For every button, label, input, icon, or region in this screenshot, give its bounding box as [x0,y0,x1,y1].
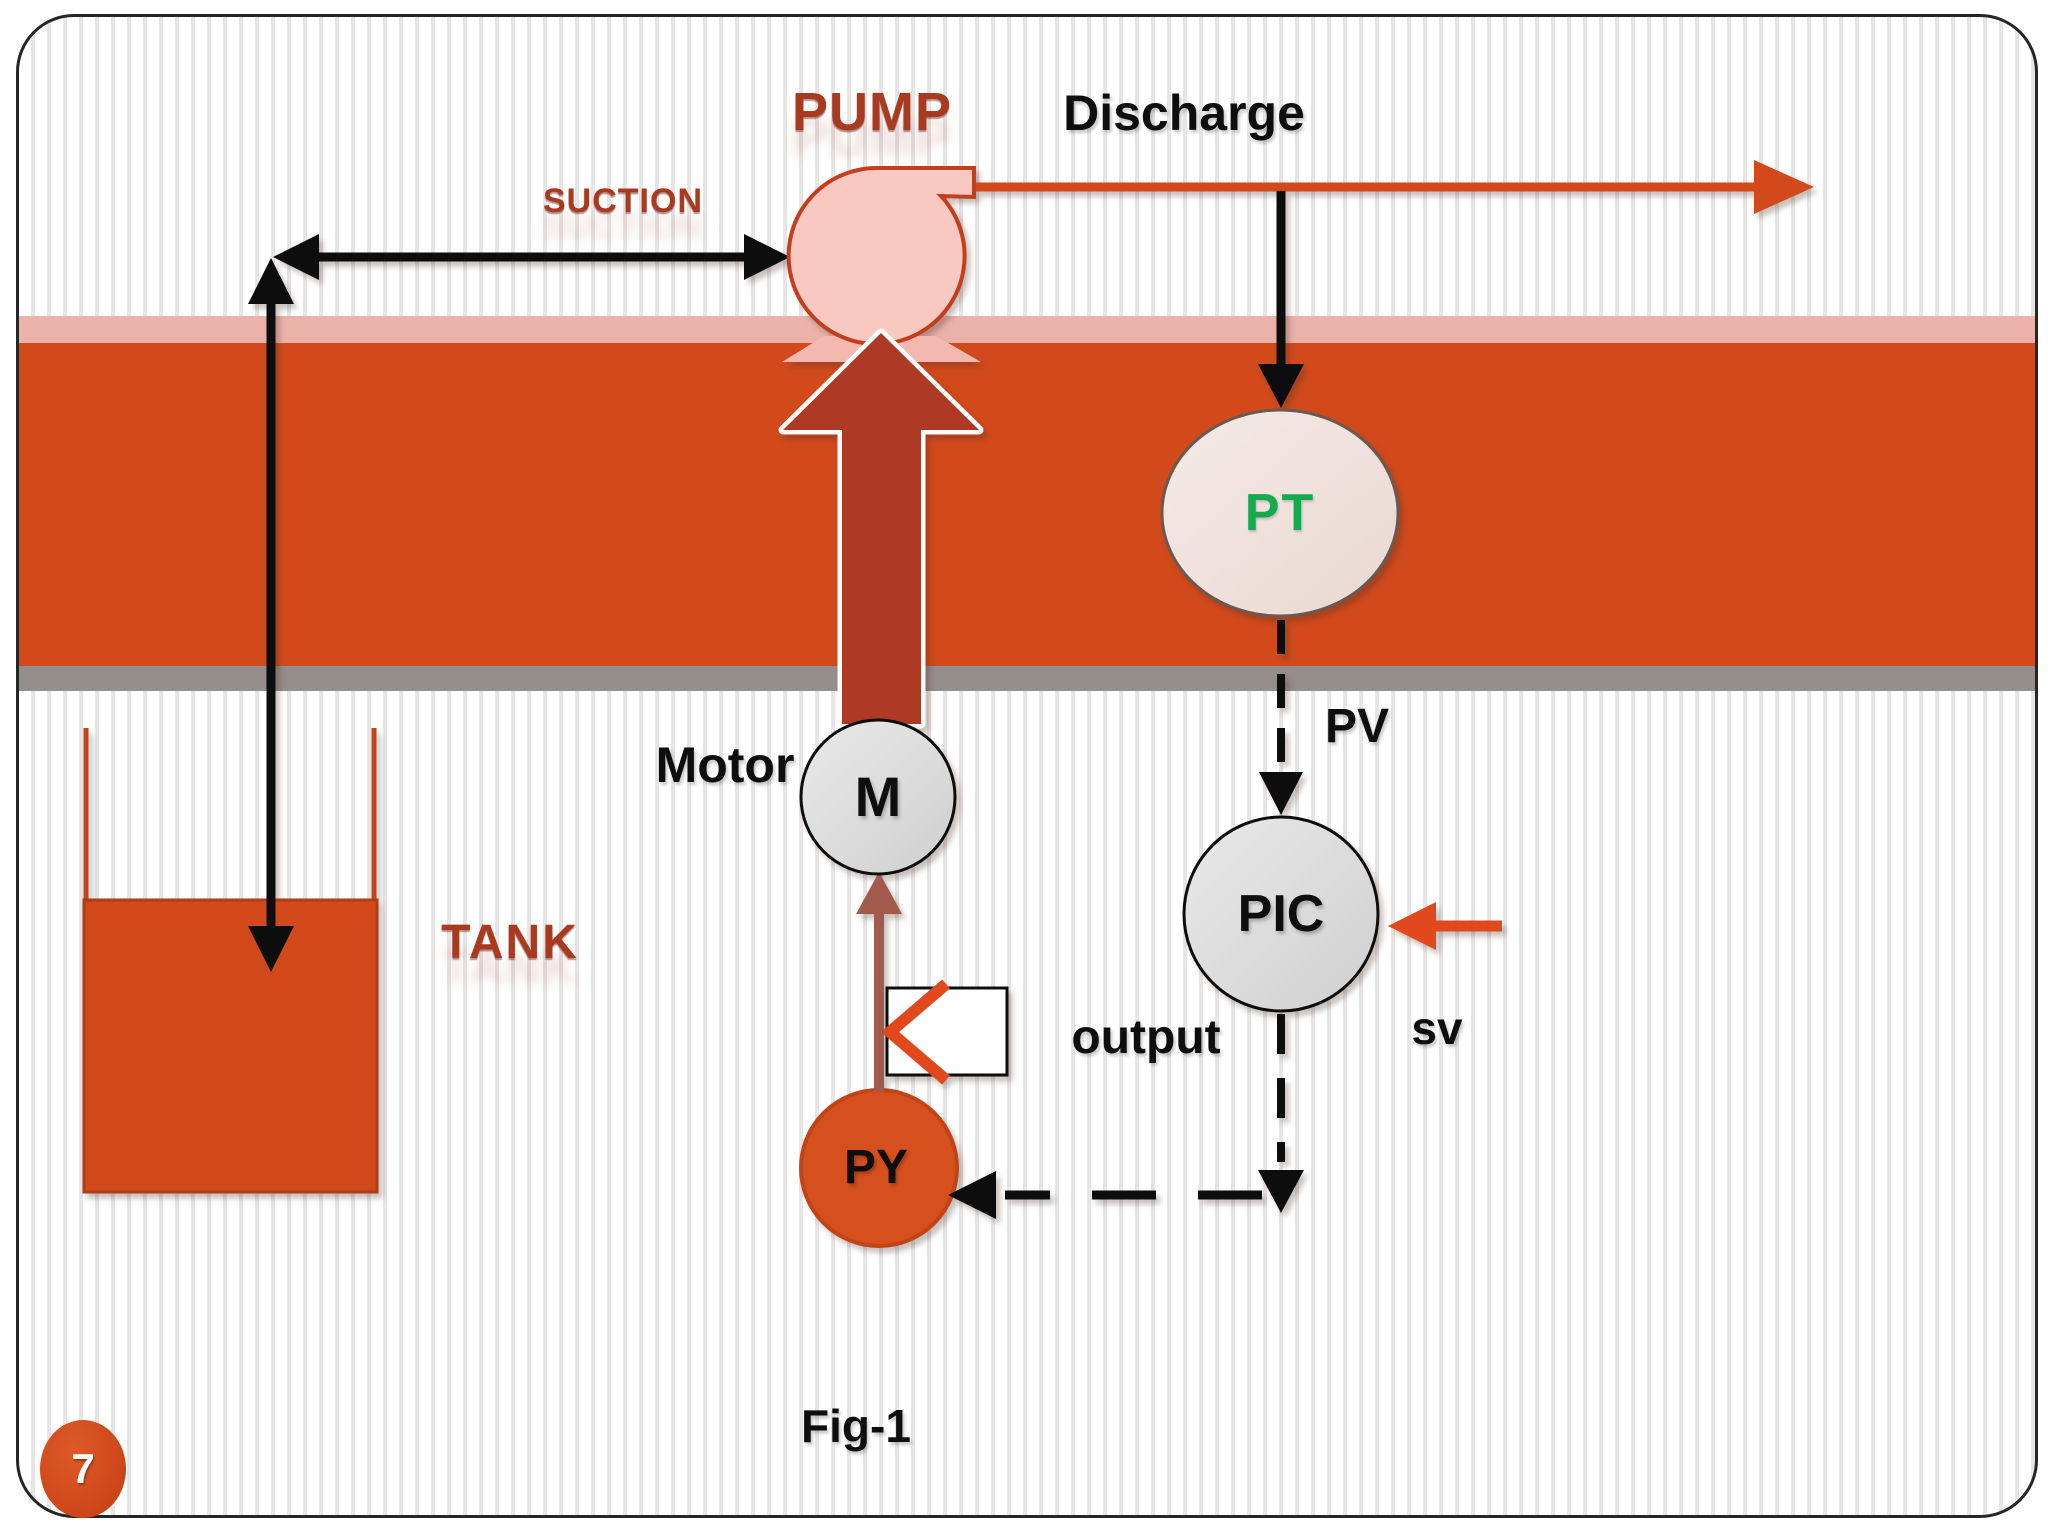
tank [82,728,379,1194]
pic-tag: PIC [1237,885,1325,943]
figure-caption: Fig-1 [801,1400,911,1452]
pv-label: PV [1324,700,1390,753]
gray-band [19,666,2035,691]
output-label: output [1071,1011,1221,1064]
signal-converter-box [880,979,1009,1085]
slide [16,14,2038,1518]
pt-tag: PT [1244,484,1316,542]
pump-label: PUMP [791,82,953,142]
tank-liquid [82,898,379,1194]
pt-bubble [1160,408,1400,618]
page-number: 7 [71,1445,95,1492]
pink-band [19,316,2035,343]
motor-tag: M [854,765,902,828]
chevron-icon [880,979,950,1085]
motor-bubble [799,718,957,876]
motor-label: Motor [655,737,795,793]
sv-label: sv [1411,1002,1463,1054]
suction-arrow [273,234,790,280]
pump-drive-arrow [778,328,984,729]
sv-arrow [1388,902,1502,950]
orange-band [19,343,2035,666]
discharge-arrow [968,160,1814,214]
page-number-badge: 7 [40,1420,126,1518]
pump-body [786,165,976,346]
pv-signal-line [1259,620,1303,815]
tank-label: TANK [441,916,579,969]
pic-bubble [1182,815,1380,1013]
discharge-label: Discharge [1063,85,1305,141]
tank-level-arrow [248,258,294,972]
suction-label: SUCTION [543,182,703,220]
py-to-motor-arrow [856,872,902,1092]
discharge-to-pt-line [1258,191,1304,408]
py-tag: PY [843,1141,909,1194]
output-signal-line [948,1014,1304,1219]
